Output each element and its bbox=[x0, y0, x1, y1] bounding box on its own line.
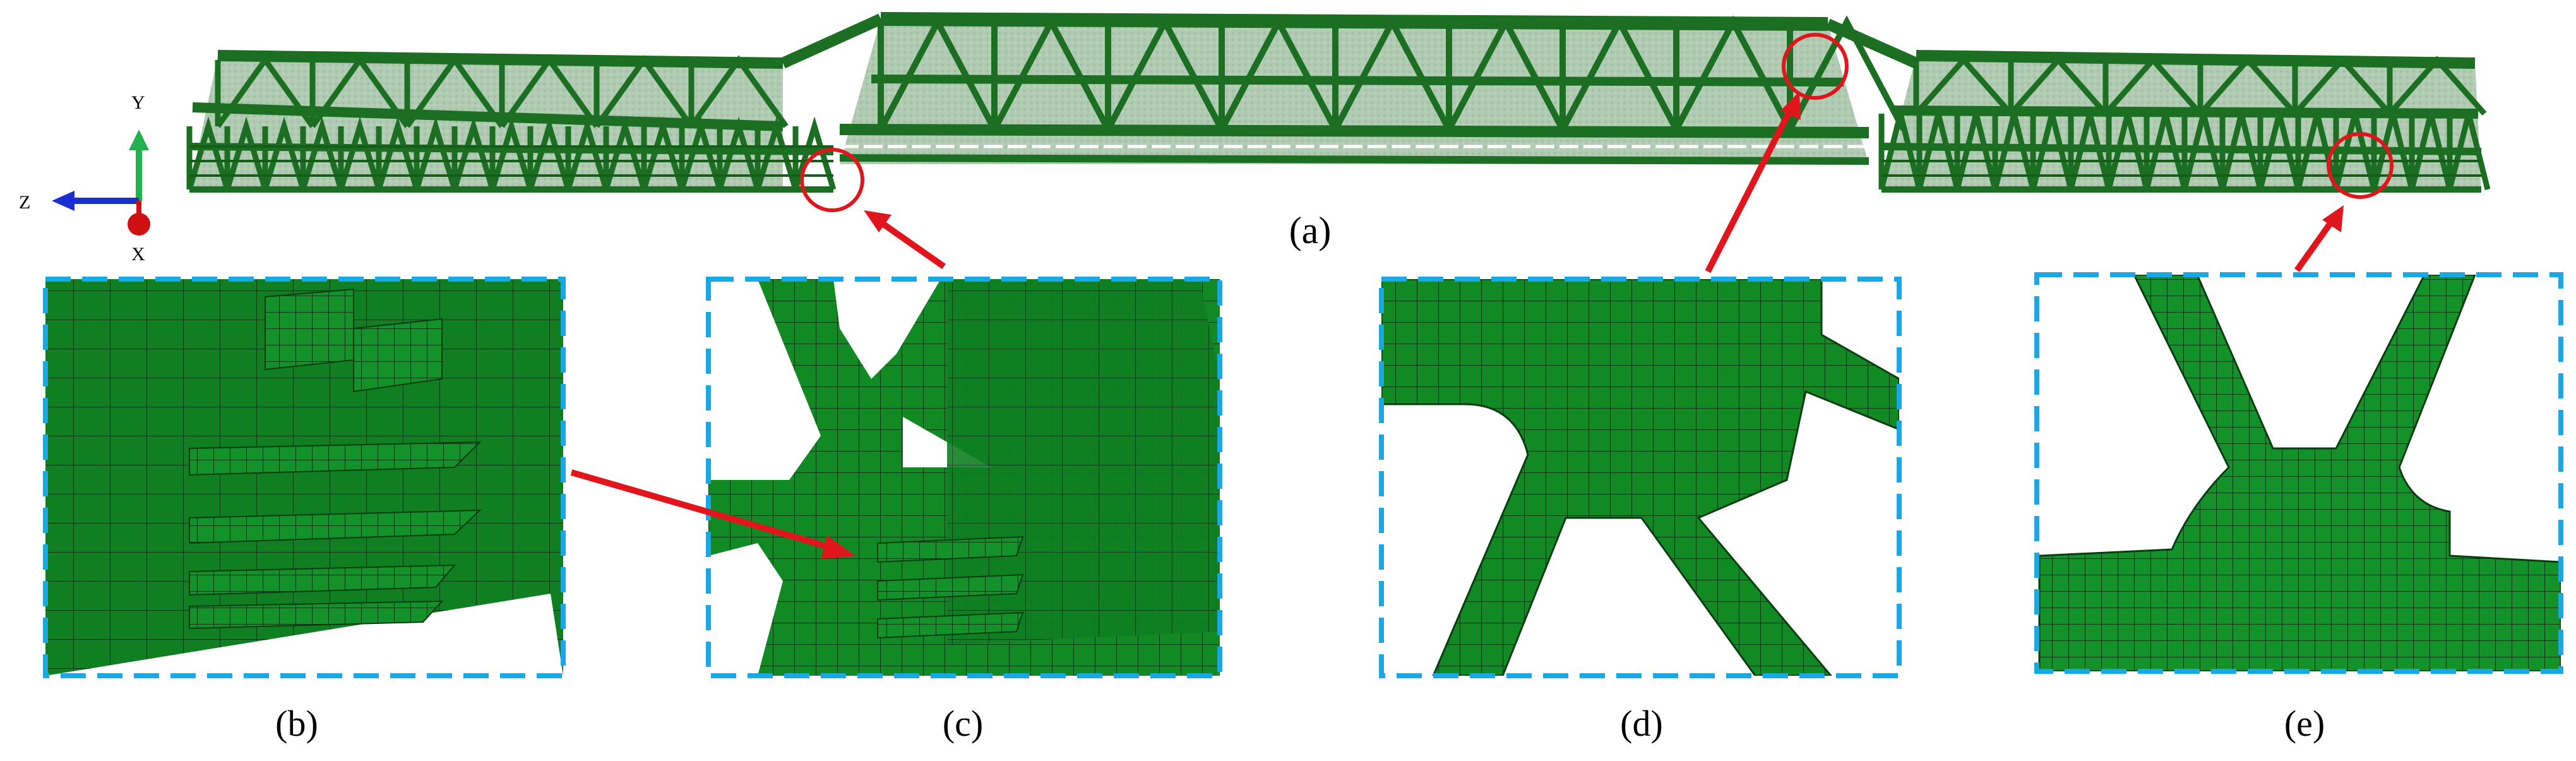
y-axis-arrow-icon bbox=[129, 129, 149, 150]
panel-b-frame bbox=[43, 277, 566, 678]
z-axis-label: Z bbox=[19, 192, 30, 213]
panel-e-frame bbox=[2034, 272, 2563, 674]
right-truss-span bbox=[1878, 50, 2491, 193]
arrow-b-to-c bbox=[570, 469, 856, 559]
callout-arrow-e bbox=[2294, 220, 2334, 272]
coordinate-triad: Y Z X bbox=[19, 92, 150, 265]
caption-b: (b) bbox=[275, 703, 318, 744]
panel-c-frame bbox=[706, 277, 1222, 678]
y-axis-label: Y bbox=[131, 92, 145, 113]
z-axis-arrow-icon bbox=[52, 191, 75, 211]
bridge-model bbox=[186, 12, 2491, 193]
callout-circle-d bbox=[1782, 33, 1849, 100]
panel-e: (e) bbox=[2034, 272, 2563, 744]
callout-arrow-d bbox=[1705, 109, 1793, 273]
panel-d-frame bbox=[1379, 277, 1902, 678]
x-axis-dot-icon bbox=[128, 213, 150, 236]
detail-callouts bbox=[800, 33, 2394, 273]
caption-e: (e) bbox=[2284, 703, 2325, 744]
caption-a: (a) bbox=[1289, 210, 1332, 251]
caption-c: (c) bbox=[943, 703, 983, 744]
panel-d: (d) bbox=[1379, 277, 1902, 744]
left-truss-span bbox=[186, 50, 837, 193]
caption-d: (d) bbox=[1620, 703, 1663, 744]
callout-arrow-c bbox=[879, 219, 946, 270]
callout-circle-e bbox=[2327, 132, 2394, 199]
callout-circle-c bbox=[800, 148, 864, 212]
panel-c: (c) bbox=[706, 277, 1222, 744]
panel-b: (b) bbox=[43, 277, 566, 744]
x-axis-label: X bbox=[131, 244, 145, 265]
central-truss-span bbox=[780, 12, 1919, 165]
